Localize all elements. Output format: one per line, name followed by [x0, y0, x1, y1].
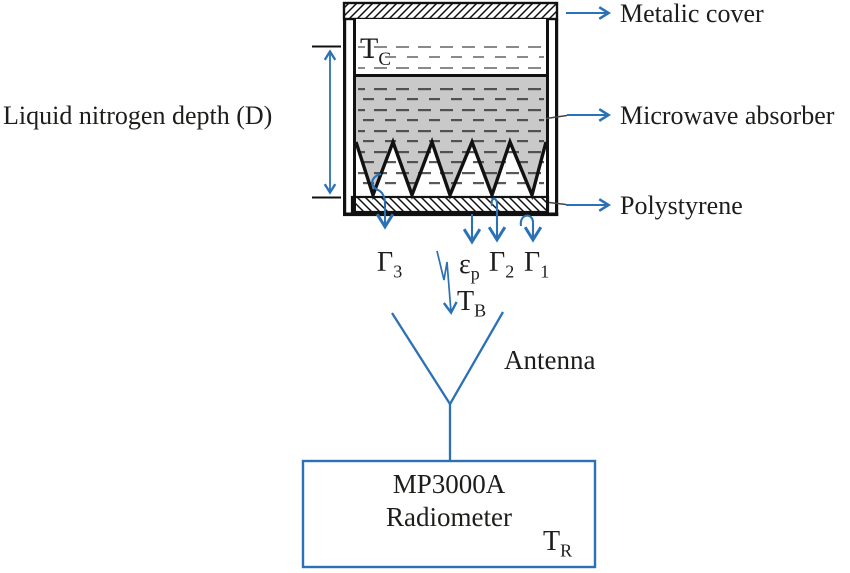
polystyrene-label: Polystyrene	[620, 191, 743, 220]
microwave-absorber-label: Microwave absorber	[620, 101, 835, 130]
absorber-connector-line	[545, 114, 568, 120]
layer-pointer-arrows	[545, 13, 608, 206]
inner-wall-left	[353, 19, 356, 212]
absorber-top-line	[353, 74, 549, 77]
microwave-absorber-shape	[354, 77, 548, 201]
radiation-arrows	[371, 172, 543, 315]
gamma1-arrow	[519, 214, 543, 243]
nitrogen-container	[342, 1, 559, 217]
outer-wall-bottom	[343, 212, 559, 217]
radiometer-text: MP3000A Radiometer	[303, 468, 595, 534]
outer-wall-left	[343, 19, 347, 216]
antenna-label: Antenna	[504, 345, 596, 375]
polystyrene-layer	[350, 195, 550, 214]
radiometer-model: MP3000A	[392, 469, 506, 499]
liquid-nitrogen-depth-label: Liquid nitrogen depth (D)	[3, 101, 273, 130]
liquid-nitrogen-zone	[356, 19, 546, 74]
radiometer-box	[301, 459, 597, 569]
radiometer-word: Radiometer	[386, 502, 512, 532]
gamma1-label: Γ1	[524, 247, 550, 282]
depth-measure	[312, 45, 341, 199]
metallic-cover-hatch	[342, 1, 559, 21]
gamma2-label: Γ2	[489, 247, 515, 282]
antenna-shape	[391, 311, 504, 461]
epsilon-p-label: εp	[459, 249, 480, 284]
brightness-temperature-arrow	[436, 250, 458, 315]
tr-label: TR	[543, 526, 573, 561]
tb-label: TB	[457, 286, 487, 321]
gamma3-label: Γ3	[377, 247, 403, 282]
absorber-zigzag	[354, 136, 548, 201]
tc-label: TC	[360, 32, 392, 70]
gamma2-arrow	[487, 197, 507, 243]
polystyrene-connector-line	[548, 201, 567, 206]
gamma3-arrow	[371, 172, 395, 230]
inner-wall-right	[546, 19, 549, 212]
metallic-cover-label: Metalic cover	[620, 0, 764, 28]
